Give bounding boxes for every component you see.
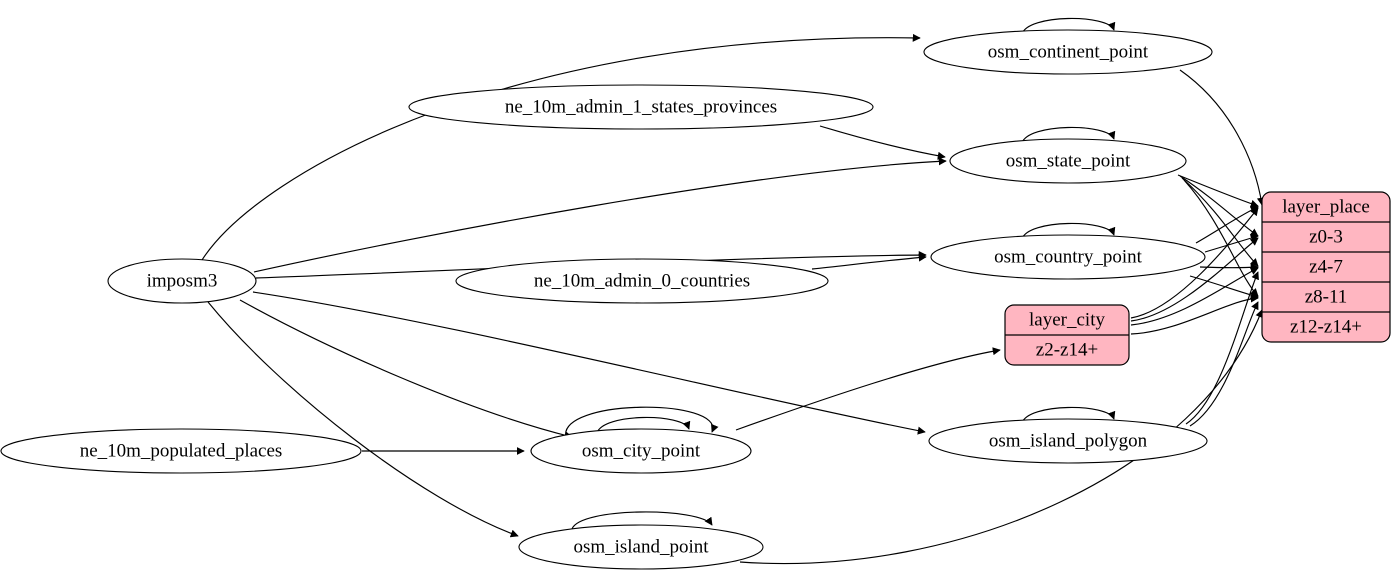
node-label: osm_island_polygon <box>989 430 1148 451</box>
node-ne_10m_admin_0_countries[interactable]: ne_10m_admin_0_countries <box>455 258 829 304</box>
node-shape <box>518 524 764 570</box>
nodes-layer: imposm3 ne_10m_admin_1_states_provincesne… <box>0 29 1213 570</box>
record-body <box>1261 191 1391 343</box>
graph-edge <box>1130 207 1259 319</box>
node-label: ne_10m_populated_places <box>80 440 283 461</box>
edges-layer <box>201 17 1265 565</box>
graph-edge <box>565 406 719 439</box>
node-ne_10m_populated_places[interactable]: ne_10m_populated_places <box>0 428 362 474</box>
node-label: osm_city_point <box>582 440 701 461</box>
records-layer: layer_place z0-3 z4-7 z8-11 z12-z14+ layer_ci… <box>1004 191 1391 366</box>
record-row-1[interactable]: z0-3 <box>1309 226 1343 247</box>
record-row-1[interactable]: z2-z14+ <box>1036 339 1098 360</box>
graph-edge <box>1179 69 1265 206</box>
graph-edge <box>1181 177 1259 267</box>
node-osm_continent_point[interactable]: osm_continent_point <box>923 29 1213 75</box>
graph-edge <box>739 309 1264 565</box>
node-label: ne_10m_admin_1_states_provinces <box>505 96 777 117</box>
node-shape <box>107 258 257 304</box>
node-imposm3[interactable]: imposm3 <box>107 258 257 304</box>
graph-edge <box>1130 294 1259 335</box>
graph-edge <box>1130 267 1259 326</box>
node-osm_island_polygon[interactable]: osm_island_polygon <box>928 418 1208 464</box>
graph-edge <box>253 157 947 273</box>
graph-edge <box>1021 126 1116 144</box>
graph-edge <box>1199 263 1259 272</box>
node-label: osm_island_point <box>573 536 709 557</box>
record-row-2[interactable]: z4-7 <box>1309 256 1343 277</box>
node-shape <box>923 29 1213 75</box>
node-shape <box>530 428 752 474</box>
node-shape <box>0 428 362 474</box>
node-label: osm_country_point <box>994 246 1142 267</box>
graph-edge <box>1179 175 1259 237</box>
graph-edge <box>252 291 926 435</box>
node-shape <box>949 138 1187 184</box>
graph-edge <box>239 299 573 440</box>
node-osm_country_point[interactable]: osm_country_point <box>930 234 1206 280</box>
node-label: osm_continent_point <box>988 41 1149 62</box>
record-node-layer_place[interactable]: layer_place z0-3 z4-7 z8-11 z12-z14+ <box>1261 191 1391 343</box>
graph-edge <box>207 301 519 538</box>
node-shape <box>928 418 1208 464</box>
graph-edge <box>201 33 921 261</box>
node-shape <box>930 234 1206 280</box>
graph-edge <box>1177 174 1259 208</box>
graph-edge <box>1189 301 1259 427</box>
graph-edge <box>819 125 946 160</box>
record-title: layer_place <box>1282 196 1370 217</box>
graph-edge <box>1185 271 1259 425</box>
graph-edge <box>1021 222 1116 240</box>
graph-edge <box>1204 234 1259 253</box>
node-ne_10m_admin_1_states_provinces[interactable]: ne_10m_admin_1_states_provinces <box>408 84 874 130</box>
node-shape <box>408 84 874 130</box>
node-label: imposm3 <box>147 270 218 291</box>
graph-edge <box>1130 237 1259 322</box>
graph-edge <box>735 347 1001 431</box>
node-osm_island_point[interactable]: osm_island_point <box>518 524 764 570</box>
node-osm_state_point[interactable]: osm_state_point <box>949 138 1187 184</box>
graph-edge <box>596 416 691 434</box>
graph-edge <box>1195 206 1259 244</box>
record-node-layer_city[interactable]: layer_city z2-z14+ <box>1004 304 1130 366</box>
record-row-3[interactable]: z8-11 <box>1305 286 1348 307</box>
node-label: osm_state_point <box>1006 150 1131 171</box>
graph-edge <box>1021 406 1116 424</box>
node-label: ne_10m_admin_0_countries <box>534 270 750 291</box>
graph-edge <box>571 511 713 530</box>
record-row-4[interactable]: z12-z14+ <box>1290 316 1362 337</box>
graph-edge <box>1021 17 1116 35</box>
node-osm_city_point[interactable]: osm_city_point <box>530 428 752 474</box>
graph-edge <box>811 253 927 270</box>
node-shape <box>455 258 829 304</box>
record-title: layer_city <box>1029 309 1105 330</box>
